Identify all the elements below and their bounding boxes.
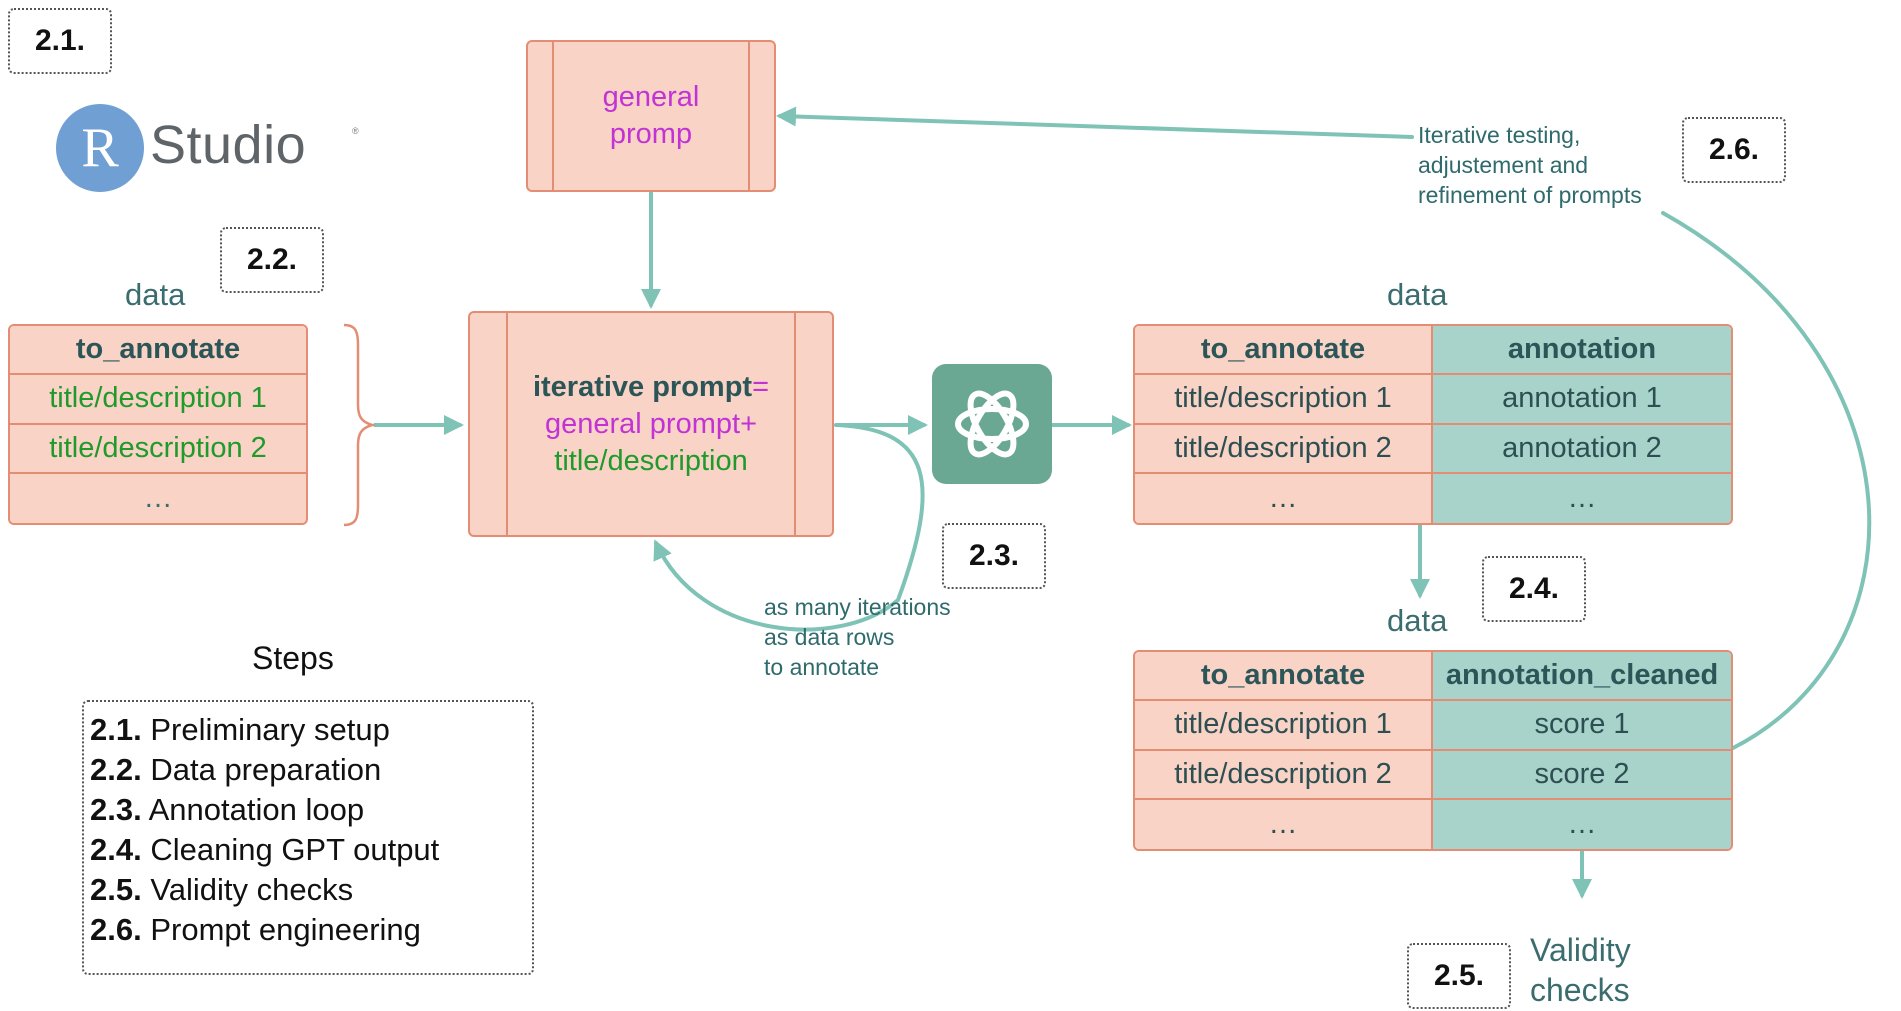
table-cell: title/description 1 (1135, 701, 1433, 751)
general-prompt-line2: promp (609, 118, 693, 150)
registered-mark: ® (352, 126, 359, 136)
openai-logo-icon (932, 364, 1052, 484)
steps-title: Steps (252, 640, 334, 676)
table-cell: … (1135, 473, 1433, 523)
annotated-data-table: to_annotate annotation title/description… (1133, 324, 1733, 525)
step-text: Prompt engineering (150, 912, 421, 947)
steps-item: 2.1. Preliminary setup (90, 710, 526, 750)
step-number: 2.3. (90, 792, 142, 827)
table-header: to_annotate (10, 326, 306, 376)
steps-item: 2.2. Data preparation (90, 750, 526, 790)
data-label-annotated: data (1387, 277, 1448, 312)
steps-legend: 2.1. Preliminary setup 2.2. Data prepara… (82, 700, 534, 975)
step-text: Data preparation (150, 752, 382, 787)
table-cell: title/description 2 (1135, 750, 1433, 800)
step-label-2-3: 2.3. (942, 523, 1046, 589)
step-text: Preliminary setup (150, 712, 390, 747)
table-cell: score 2 (1433, 750, 1731, 800)
general-prompt-line1: general (602, 81, 700, 113)
curly-brace-icon (343, 323, 377, 527)
steps-item: 2.3. Annotation loop (90, 790, 526, 830)
loop-note-line: to annotate (764, 654, 880, 680)
table-cell: … (1433, 799, 1731, 849)
iterative-prompt-title: iterative prompt (532, 370, 753, 403)
table-cell: … (1433, 473, 1731, 523)
refine-note-line: refinement of prompts (1418, 182, 1642, 208)
iterative-prompt-general: general prompt (545, 407, 741, 440)
loop-note-line: as data rows (764, 624, 895, 650)
general-prompt-box: general promp (526, 40, 776, 192)
table-cell: … (10, 473, 306, 523)
table-cell: title/description 2 (1135, 424, 1433, 474)
table-header: to_annotate (1135, 326, 1433, 376)
step-number: 2.5. (90, 872, 142, 907)
table-cell: title/description 1 (10, 375, 306, 425)
loop-note-line: as many iterations (764, 594, 951, 620)
steps-item: 2.5. Validity checks (90, 870, 526, 910)
step-label-2-4: 2.4. (1482, 556, 1586, 622)
step-number: 2.2. (90, 752, 142, 787)
validity-checks-label: Validity checks (1530, 930, 1631, 1010)
refine-note: Iterative testing, adjustement and refin… (1414, 120, 1646, 210)
iterative-prompt-box: iterative prompt= general prompt+ title/… (468, 311, 834, 537)
step-label-2-1: 2.1. (8, 8, 112, 74)
validity-line: Validity (1530, 932, 1631, 968)
step-text: Cleaning GPT output (150, 832, 440, 867)
table-cell: annotation 2 (1433, 424, 1731, 474)
refine-arrow-line (776, 106, 1414, 139)
step-number: 2.4. (90, 832, 142, 867)
step-number: 2.6. (90, 912, 142, 947)
table-cell: title/description 2 (10, 424, 306, 474)
loop-arrow (653, 423, 925, 632)
steps-item: 2.6. Prompt engineering (90, 910, 526, 950)
validity-line: checks (1530, 972, 1630, 1008)
iterative-prompt-title-desc: title/description (554, 444, 748, 477)
table-cell: annotation 1 (1433, 375, 1731, 425)
step-label-2-5: 2.5. (1407, 943, 1511, 1009)
loop-note: as many iterations as data rows to annot… (764, 592, 951, 682)
table-cell: title/description 1 (1135, 375, 1433, 425)
table-header: annotation (1433, 326, 1731, 376)
table-header: to_annotate (1135, 652, 1433, 702)
iterative-prompt-plus: + (740, 407, 757, 440)
table-header: annotation_cleaned (1433, 652, 1731, 702)
iterative-prompt-eq: = (752, 370, 770, 403)
rstudio-r-icon: R (56, 104, 144, 192)
step-label-2-6: 2.6. (1682, 117, 1786, 183)
step-text: Validity checks (150, 872, 354, 907)
rstudio-logo: R Studio ® (56, 104, 359, 194)
refine-note-line: adjustement and (1418, 152, 1589, 178)
rstudio-wordmark: Studio (150, 115, 307, 175)
step-text: Annotation loop (148, 792, 365, 827)
refine-note-line: Iterative testing, (1418, 122, 1581, 148)
table-cell: … (1135, 799, 1433, 849)
cleaned-data-table: to_annotate annotation_cleaned title/des… (1133, 650, 1733, 851)
refine-arrow-curve (1661, 211, 1872, 750)
data-label-cleaned: data (1387, 603, 1448, 638)
step-number: 2.1. (90, 712, 142, 747)
data-label-input: data (125, 277, 186, 312)
steps-item: 2.4. Cleaning GPT output (90, 830, 526, 870)
step-label-2-2: 2.2. (220, 227, 324, 293)
table-cell: score 1 (1433, 701, 1731, 751)
input-data-table: to_annotate title/description 1 title/de… (8, 324, 308, 525)
